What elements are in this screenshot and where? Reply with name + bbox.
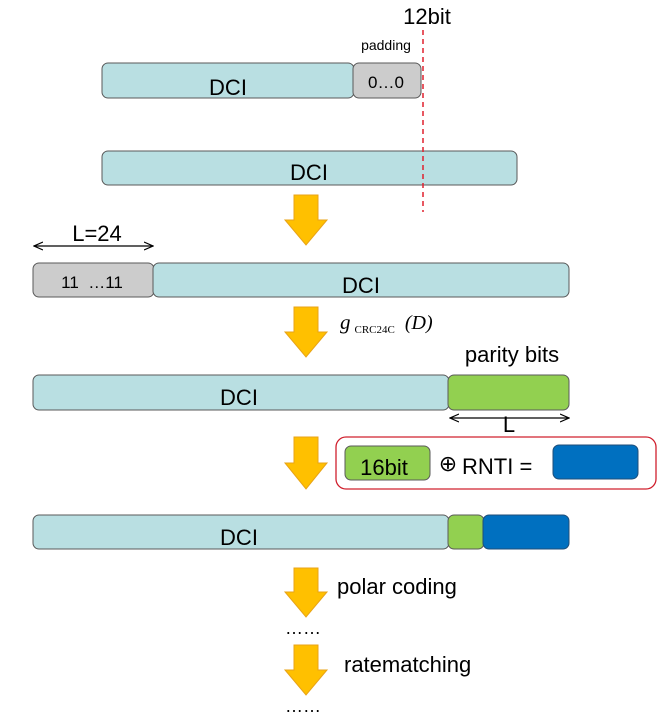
row1-padding-value: 0…0	[368, 73, 404, 92]
crc-polynomial-label: g CRC24C (D)	[340, 310, 433, 337]
row3-dci-block	[152, 262, 570, 298]
l24-label: L=24	[72, 221, 122, 246]
polar-coding-label: polar coding	[337, 574, 457, 599]
down-arrow-4	[283, 567, 329, 618]
down-arrow-5	[283, 644, 329, 696]
ratematching-ellipsis: ……	[285, 696, 321, 716]
polar-ellipsis: ……	[285, 618, 321, 638]
16bit-label: 16bit	[360, 455, 408, 480]
row5-parity-block	[447, 514, 485, 550]
down-arrow-2	[283, 306, 329, 358]
xor-operator: ⊕	[439, 451, 457, 476]
rnti-label: RNTI =	[462, 454, 532, 479]
rnti-block	[552, 444, 639, 480]
12bit-label: 12bit	[403, 4, 451, 29]
row3-ones-label: 11 …11	[61, 273, 123, 292]
row1-padding-block	[352, 62, 422, 99]
row3-dci-label: DCI	[342, 273, 380, 298]
row2-dci-block	[101, 150, 518, 186]
padding-label: padding	[361, 37, 411, 53]
row1-dci-label: DCI	[209, 75, 247, 100]
xor-rnti-box	[335, 436, 657, 490]
16bit-block	[344, 445, 431, 481]
row5-rnti-block	[482, 514, 570, 550]
row4-dci-label: DCI	[220, 385, 258, 410]
parity-bits-label: parity bits	[465, 342, 559, 367]
down-arrow-1	[283, 194, 329, 246]
crc-subscript: CRC24C	[355, 324, 395, 336]
down-arrow-3	[283, 436, 329, 490]
crc-argument: (D)	[405, 312, 433, 334]
parity-length-label: L	[503, 412, 515, 437]
row5-dci-label: DCI	[220, 525, 258, 550]
row2-dci-label: DCI	[290, 160, 328, 185]
crc-symbol: g	[340, 310, 351, 334]
ratematching-label: ratematching	[344, 652, 471, 677]
row4-parity-block	[447, 374, 570, 411]
